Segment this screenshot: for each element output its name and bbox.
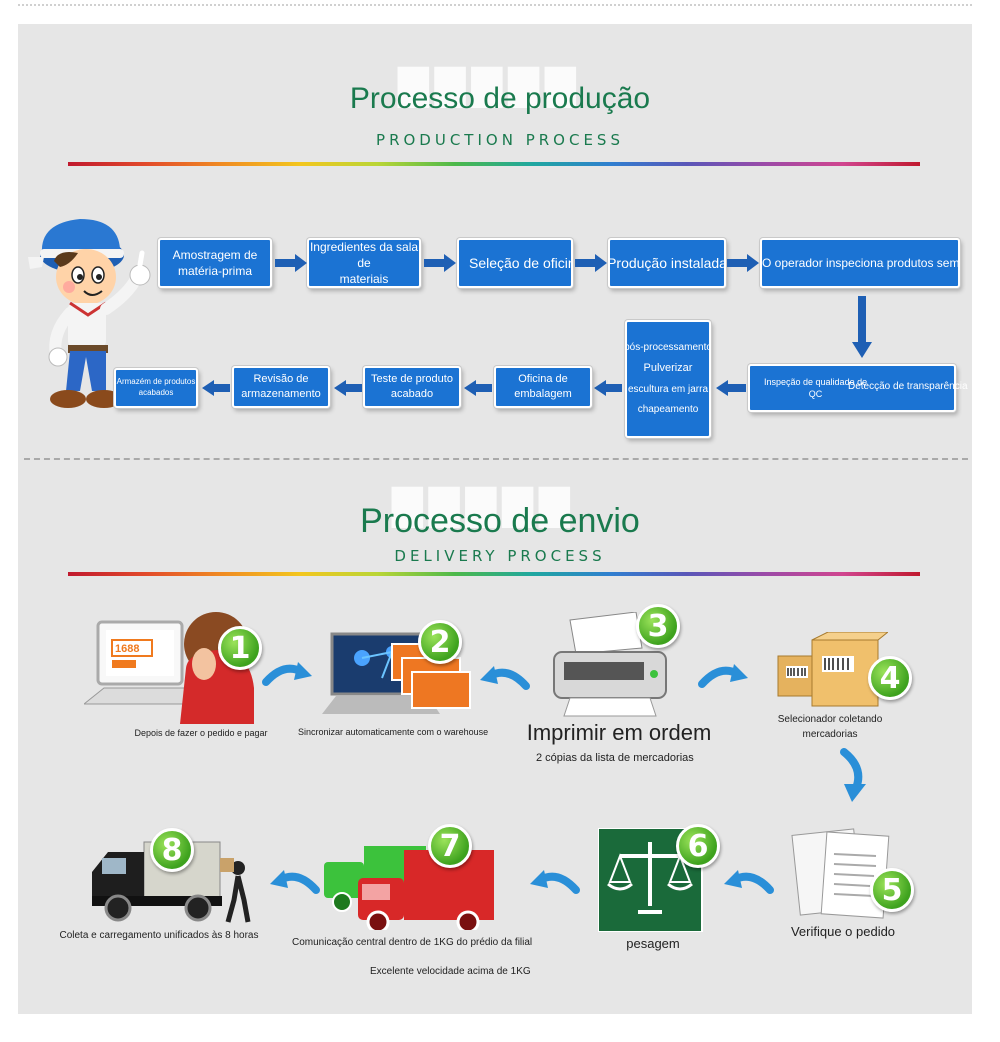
scale-icon [598,828,703,932]
step-badge-1: 1 [218,626,262,670]
postprocess-item: escultura em jarra [627,383,709,395]
arrow-left-icon [202,380,230,396]
step-label: Ingredientes da sala de materiais [309,239,419,287]
postprocess-item: pós-processamento [625,342,711,354]
production-title: Processo de produção [349,82,651,115]
step-storage-review: Revisão de armazenamento [232,366,330,408]
step-installed-production: Produção instalada [608,238,726,288]
mascot-illustration [28,219,151,408]
step-badge-2: 2 [418,620,462,664]
arrow-left-icon [716,380,746,396]
computer-sync-icon [322,632,471,714]
postprocess-item: Pulverizar [643,362,693,375]
step-label: Revisão de armazenamento [241,373,321,400]
title-watermark: ▇▇▇▇▇ [392,482,576,528]
title-watermark: ▇▇▇▇▇ [398,62,582,108]
step-label: Teste de produto acabado [371,373,453,400]
step-qc-inspection: Inspeção de qualidade de QC [748,364,956,412]
step-badge-3: 3 [636,604,680,648]
arrow-down-icon [852,296,872,358]
step-caption-5: Verifique o pedido [790,924,896,939]
step-caption-7: Comunicação central dentro de 1KG do pré… [292,937,533,948]
step-raw-material-sampling: Amostragem de matéria-prima [158,238,272,288]
step-badge-6: 6 [676,824,720,868]
curved-arrow-down-icon [840,748,866,802]
step-material-room-ingredients: Ingredientes da sala de materiais [307,238,421,288]
step-label: Amostragem de matéria-prima [172,247,258,278]
step-caption-4: Selecionador coletando mercadorias [777,714,883,740]
delivery-subtitle: DELIVERY PROCESS [394,547,606,565]
step-subcaption-3: 2 cópias da lista de mercadorias [536,752,694,764]
step-post-processing: pós-processamento Pulverizar escultura e… [625,320,711,438]
arrow-left-icon [464,380,492,396]
postprocess-item: chapeamento [637,403,699,415]
curved-arrow-left-icon [270,870,320,894]
step-caption-6: pesagem [626,936,680,951]
step-label: O operador inspeciona produtos semiacaba… [762,255,960,270]
step-finished-product-test: Teste de produto acabado [363,366,461,408]
step-packaging-workshop: Oficina de embalagem [494,366,592,408]
production-rainbow-divider [68,162,920,166]
arrow-right-icon [275,254,307,272]
step-badge-5: 5 [870,868,914,912]
step-label: Oficina de embalagem [514,373,572,400]
step-caption-2: Sincronizar automaticamente com o wareho… [298,727,489,737]
printer-icon [553,612,667,717]
section-divider [24,458,968,460]
step-finished-goods-warehouse: Armazém de produtos acabados [114,368,198,408]
transparency-overlay: Detecção de transparência [848,381,968,392]
curved-arrow-left-icon [530,870,580,894]
arrow-right-icon [727,254,759,272]
step-label: Inspeção de qualidade de QC [764,376,868,399]
arrow-left-icon [334,380,362,396]
arrow-right-icon [424,254,456,272]
arrow-right-icon [575,254,607,272]
step-caption-8: Coleta e carregamento unificados às 8 ho… [59,930,259,941]
order-screen-text: 1688 [115,643,140,655]
step-badge-8: 8 [150,828,194,872]
step-label: Produção instalada [608,254,726,271]
step-workshop-selection: Seleção de oficina [457,238,573,288]
production-subtitle: PRODUCTION PROCESS [376,131,624,149]
step-caption-1: Depois de fazer o pedido e pagar [134,728,268,738]
top-divider [18,4,972,6]
arrow-left-icon [594,380,622,396]
delivery-title: Processo de envio [360,502,640,540]
step-label: Seleção de oficina [469,254,573,271]
step-subcaption-7: Excelente velocidade acima de 1KG [370,966,531,977]
curved-arrow-left-icon [724,870,774,894]
step-caption-3: Imprimir em ordem [526,720,712,745]
step-label: Armazém de produtos acabados [116,377,196,397]
boxes-icon [777,632,888,707]
delivery-rainbow-divider [68,572,920,576]
curved-arrow-left-icon [480,666,530,690]
step-badge-4: 4 [868,656,912,700]
step-operator-inspection: O operador inspeciona produtos semiacaba… [760,238,960,288]
curved-arrow-right-icon [262,662,312,686]
step-badge-7: 7 [428,824,472,868]
curved-arrow-right-icon [698,664,748,688]
